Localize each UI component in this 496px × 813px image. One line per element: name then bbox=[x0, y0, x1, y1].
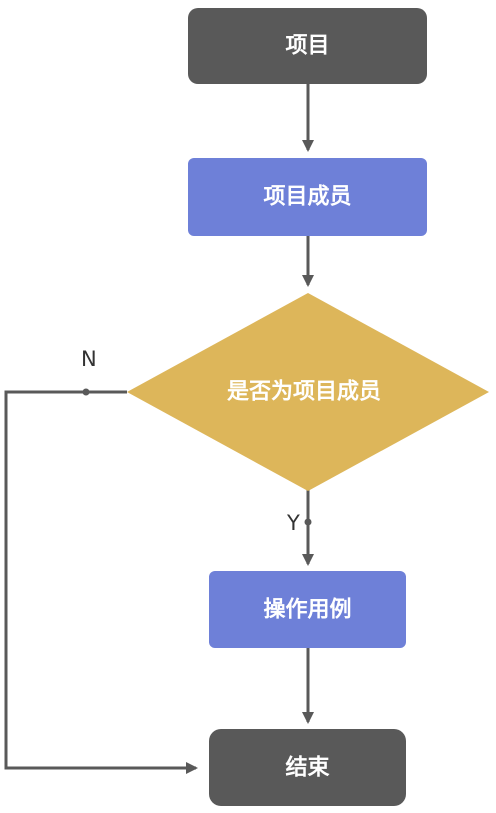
node-project-label: 项目 bbox=[285, 34, 329, 59]
no-branch-dot bbox=[82, 388, 90, 396]
node-decision-label: 是否为项目成员 bbox=[227, 380, 381, 405]
node-project bbox=[188, 8, 427, 84]
node-members-label: 项目成员 bbox=[263, 185, 351, 210]
yes-branch-dot bbox=[304, 518, 312, 526]
node-end-label: 结束 bbox=[285, 755, 330, 781]
node-decision bbox=[127, 293, 489, 491]
yes-branch-label: Y bbox=[286, 511, 300, 535]
node-usecase-label: 操作用例 bbox=[263, 598, 351, 623]
edge-decision-no-to-end bbox=[4, 390, 198, 774]
node-end bbox=[209, 729, 406, 806]
node-usecase bbox=[209, 571, 406, 648]
node-members bbox=[188, 158, 427, 236]
no-branch-label: N bbox=[81, 347, 97, 371]
